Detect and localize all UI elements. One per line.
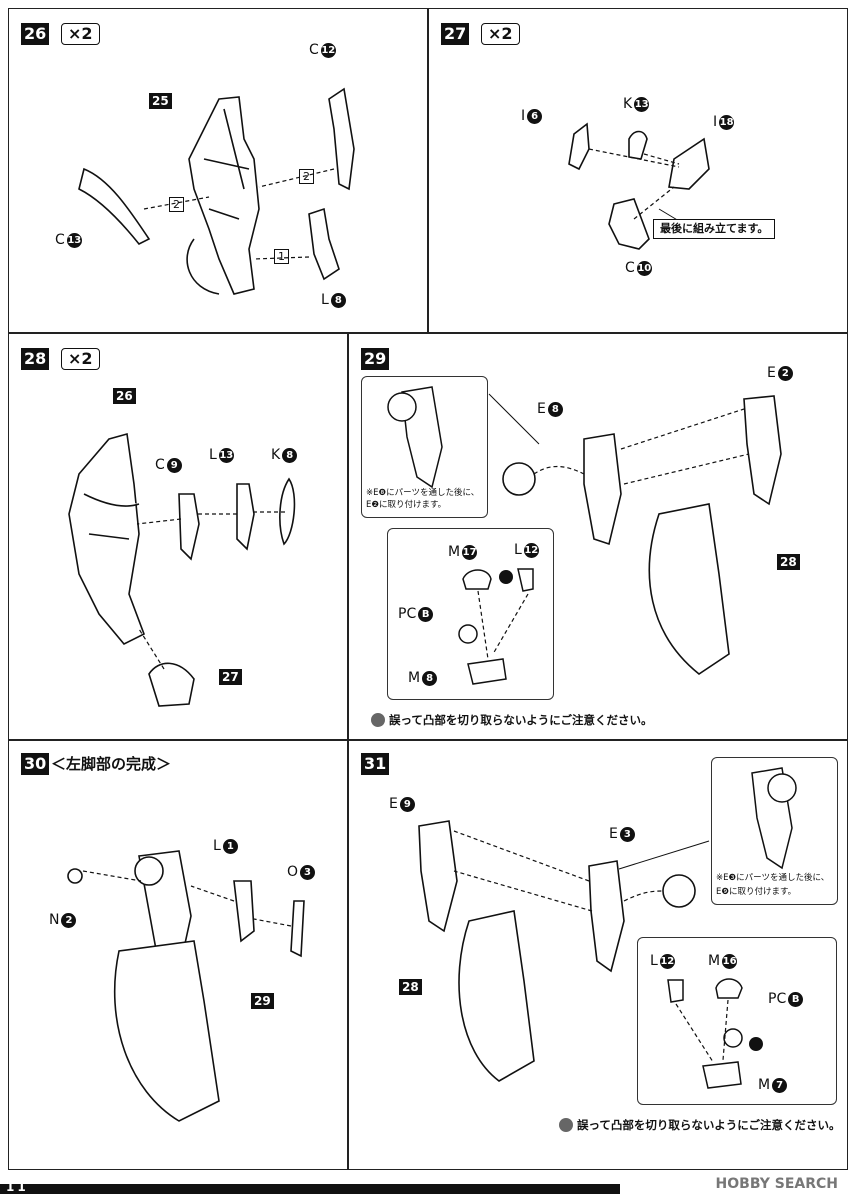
caution-note: 誤って凸部を切り取らないようにご注意ください。	[371, 712, 652, 728]
caution-note: 誤って凸部を切り取らないようにご注意ください。	[559, 1117, 840, 1133]
step-title: ＜左脚部の完成＞	[51, 755, 172, 773]
inset-note-line-2: E❷に取り付けます。	[366, 500, 447, 510]
watermark-logo: HOBBY SEARCH	[715, 1176, 838, 1192]
note-inset: ※E❽にパーツを通した後に、 E❷に取り付けます。	[361, 376, 488, 518]
order-label-2a: 2	[299, 169, 314, 184]
part-ref-27: 27	[219, 669, 242, 685]
caution-icon	[559, 1118, 573, 1132]
page-number: 11	[6, 1180, 29, 1194]
part-ref-25: 25	[149, 93, 172, 109]
step-31-illustration	[418, 820, 710, 1082]
multiplier-badge: ×2	[61, 23, 100, 45]
footer-bar	[0, 1184, 620, 1194]
order-label-1: 1	[274, 249, 289, 264]
step-number: 28	[21, 348, 50, 370]
part-ref-28: 28	[399, 979, 422, 995]
step-29-illustration	[488, 393, 782, 675]
inset-note-line-1: ※E❽にパーツを通した後に、	[366, 488, 480, 498]
step-30-illustration	[67, 850, 305, 1122]
part-ref-28: 28	[777, 554, 800, 570]
step-number: 30	[21, 753, 50, 775]
caution-text: 誤って凸部を切り取らないようにご注意ください。	[577, 1118, 841, 1132]
step-28-illustration	[68, 432, 296, 707]
step-number: 26	[21, 23, 50, 45]
assembly-inset-illustration	[458, 568, 534, 685]
inset-note-line-2: E❾に取り付けます。	[716, 887, 797, 897]
step-27-illustration	[568, 122, 710, 250]
step-number: 27	[441, 23, 470, 45]
step-number: 31	[361, 753, 390, 775]
order-label-2b: 2	[169, 197, 184, 212]
inset-note-line-1: ※E❸にパーツを通した後に、	[716, 873, 830, 883]
multiplier-badge: ×2	[61, 348, 100, 370]
caution-text: 誤って凸部を切り取らないようにご注意ください。	[389, 713, 653, 727]
inset-illustration	[751, 767, 797, 870]
multiplier-badge: ×2	[481, 23, 520, 45]
caution-icon	[371, 713, 385, 727]
assemble-last-note: 最後に組み立てます。	[653, 219, 776, 239]
step-26-illustration	[78, 87, 355, 295]
step-number: 29	[361, 348, 390, 370]
note-inset: ※E❸にパーツを通した後に、 E❾に取り付けます。	[711, 757, 838, 905]
part-ref-29: 29	[251, 993, 274, 1009]
assembly-inset-illustration	[667, 978, 763, 1089]
inset-illustration	[387, 386, 443, 489]
part-ref-26: 26	[113, 388, 136, 404]
